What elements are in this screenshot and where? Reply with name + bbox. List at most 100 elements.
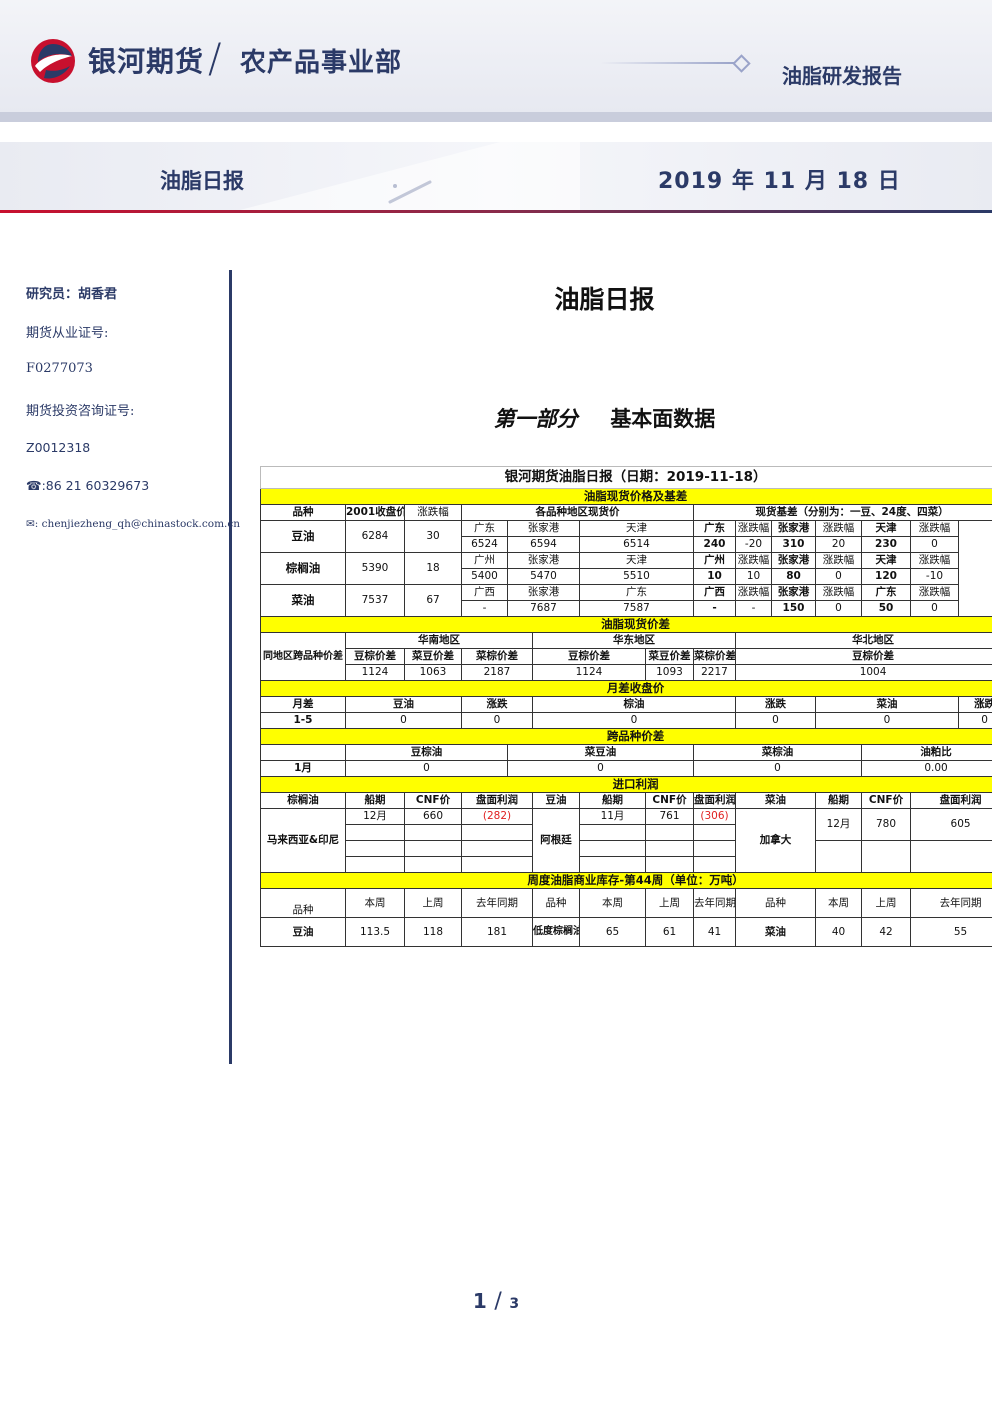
email-address[interactable]: ✉: chenjiezheng_qh@chinastock.com.cn [26,518,241,530]
cell: 42 [861,917,911,947]
cell: 天津 [579,520,694,537]
cell: 涨跌幅 [735,520,772,537]
cell: 0 [461,712,533,729]
cell [909,840,992,873]
cell: 5390 [345,552,405,585]
cell: 1-5 [260,712,346,729]
col-header: 涨跌 [957,696,992,713]
cell: 18 [404,552,462,585]
cell: 761 [645,808,694,825]
cell: 广西 [461,584,508,601]
cell: 1124 [345,664,405,681]
col-header: 本周 [579,888,646,918]
cell: 61 [645,917,694,947]
cell: -10 [910,568,959,585]
banner-underline [0,210,992,213]
cell: 1004 [734,664,992,681]
cell: 240 [693,536,736,553]
col-header: 上周 [645,888,694,918]
table-row: - 7687 7587 - - 150 0 50 0 [261,600,992,617]
cell [579,856,646,873]
row-label: 同地区跨品种价差 [260,632,346,681]
col-header: 豆棕价差 [532,648,646,665]
header-deco-line [600,62,735,64]
cell: 天津 [861,552,911,569]
col-header: 上周 [404,888,462,918]
cell: 1124 [532,664,646,681]
sidebar-divider [229,270,232,1064]
variety-name: 低度棕榈油 [532,917,580,947]
cell: 150 [771,600,816,617]
origin-name: 马来西亚&印尼 [260,808,346,873]
cell: 41 [693,917,736,947]
col-header: 本周 [815,888,862,918]
page-header: 银河期货 / 农产品事业部 油脂研发报告 [0,0,992,112]
cell: 张家港 [771,520,816,537]
page-separator: / [494,1289,502,1314]
cell: 2187 [461,664,533,681]
company-name: 银河期货 [88,45,205,78]
header-slash: / [208,36,222,82]
cell [645,840,694,857]
cell: 涨跌幅 [815,584,862,601]
col-header: 品种 [532,888,580,918]
cell: 605 [909,808,992,841]
cell: 80 [771,568,816,585]
cell: - [461,600,508,617]
region-header: 华南地区 [345,632,533,649]
cell: 张家港 [507,520,580,537]
researcher-name: 研究员：胡香君 [26,287,118,302]
table-header-row: 品种 本周 上周 去年同期 品种 本周 上周 去年同期 品种 本周 上周 去年同… [260,888,992,918]
cell: 0 [693,760,862,777]
cell [579,840,646,857]
cell: 1093 [645,664,694,681]
col-header: 盘面利润 [693,792,736,809]
region-header: 华东地区 [532,632,736,649]
cell: 2217 [693,664,736,681]
col-header: 菜豆价差 [645,648,694,665]
table-row: 豆油 6284 30 广东 张家港 天津 广东 涨跌幅 张家港 涨跌幅 天津 涨… [260,520,992,553]
section-spot-spread: 油脂现货价差 [259,616,992,633]
col-header: 涨跌幅 [404,504,462,521]
license-number: F0277073 [26,361,93,376]
col-header: CNF价 [861,792,911,809]
cell: 6514 [579,536,694,553]
col-header: 豆油 [532,792,580,809]
cell [645,856,694,873]
table-row: 5400 5470 5510 10 10 80 0 120 -10 [261,568,992,585]
cell: 55 [909,917,992,947]
col-header: 本周 [345,888,405,918]
table-title: 银河期货油脂日报（日期：2019-11-18） [259,466,992,489]
col-header: 棕油 [532,696,736,713]
col-header: 豆棕价差 [345,648,405,665]
banner-date: 2019 年 11 月 18 日 [658,169,901,194]
cell: 20 [815,536,862,553]
consult-label: 期货投资咨询证号: [26,404,135,419]
col-header: 品种 [735,888,816,918]
cell [404,840,462,857]
region-header: 华北地区 [734,632,992,649]
cell: 涨跌幅 [910,584,959,601]
license-label: 期货从业证号: [26,326,109,341]
cell: 张家港 [507,584,580,601]
origin-name: 加拿大 [735,808,816,873]
variety-name: 棕榈油 [260,552,346,585]
section-heading-row: 进口利润 [259,776,992,793]
cell: 7537 [345,584,405,617]
cell: 10 [735,568,772,585]
section-heading-row: 跨品种价差 [259,728,992,745]
col-header: 船期 [815,792,862,809]
cell: 30 [404,520,462,553]
col-header: 菜棕价差 [461,648,533,665]
cell: 6524 [461,536,508,553]
variety-name: 豆油 [260,520,346,553]
cell: 0 [345,760,508,777]
section-heading-row: 油脂现货价格及基差 [259,488,992,505]
table-header-row: 同地区跨品种价差 华南地区 华东地区 华北地区 [260,632,992,681]
cell: - [735,600,772,617]
cell: 67 [404,584,462,617]
table-header-row: 品种 2001收盘价 涨跌幅 各品种地区现货价 现货基差（分别为：一豆、24度、… [260,504,992,521]
section-heading-row: 油脂现货价差 [259,616,992,633]
cell [345,840,405,857]
col-header: 盘面利润 [909,792,992,809]
